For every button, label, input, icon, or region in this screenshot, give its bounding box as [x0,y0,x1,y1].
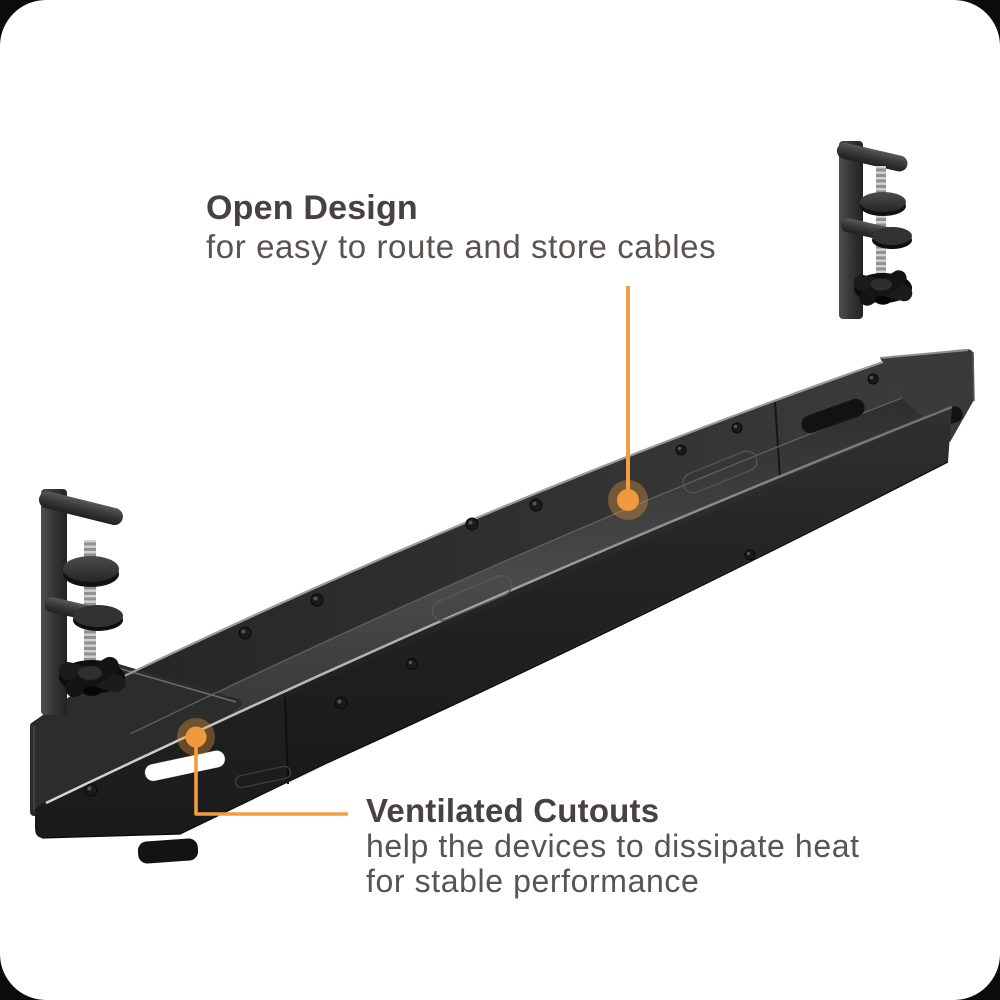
callout-ventilated-cutouts: Ventilated Cutouts help the devices to d… [366,793,860,899]
clamp-pad-top [860,192,906,212]
back-wall-screw-highlights [241,375,874,634]
front-bottom-edge [41,461,949,839]
callout-ventilated-graphic [177,718,348,816]
callout-description: for easy to route and store cables [206,228,717,265]
stamped-slot-front [234,765,292,789]
front-panel-shade [285,407,952,784]
tray-front-wall [35,407,952,838]
callout-dot [185,726,207,748]
clamp-pad2-top [73,605,123,627]
end-wall-top-edge [117,667,237,703]
callout-dot [617,489,639,511]
clamp-pad2-top [872,227,912,245]
end-top-edge-highlight [879,349,969,359]
callout-open-design: Open Design for easy to route and store … [206,189,716,265]
ventilation-slot-cutout [144,749,226,782]
threaded-rod [876,166,886,284]
callout-description-line-2: for stable performance [366,863,700,899]
back-panel-seam [774,401,781,479]
callout-title: Open Design [206,189,418,227]
front-panel-seam [284,696,289,785]
front-top-edge-highlight [45,405,953,805]
tray-floor [46,398,952,803]
clamp-knob [58,656,126,698]
front-wall-screws [84,549,756,797]
back-top-edge-highlight [94,360,884,691]
stamped-slot-floor-2 [682,450,758,494]
end-right-edge [972,351,975,402]
floor-bend-edge [129,397,903,735]
stamped-slot-floor-1 [431,574,513,622]
clamp-top-arm [836,142,908,172]
callout-open-design-graphic [608,286,648,520]
tray-back-wall [95,362,902,734]
desk-clamp-right [836,141,913,319]
front-wall-screw-highlights [87,551,751,791]
callout-leader-line [194,746,348,816]
back-wall-screws [238,373,879,640]
callout-title: Ventilated Cutouts [366,792,660,829]
clamp-top-arm [38,491,123,526]
tray-body [30,349,975,864]
cable-pass-through-slot [801,398,865,434]
callout-description-line-1: help the devices to dissipate heat [366,828,860,864]
foot-left [137,838,199,864]
clamp-knob [853,270,913,306]
clamp-pad-top [63,556,119,582]
desk-clamp-left [38,489,126,715]
